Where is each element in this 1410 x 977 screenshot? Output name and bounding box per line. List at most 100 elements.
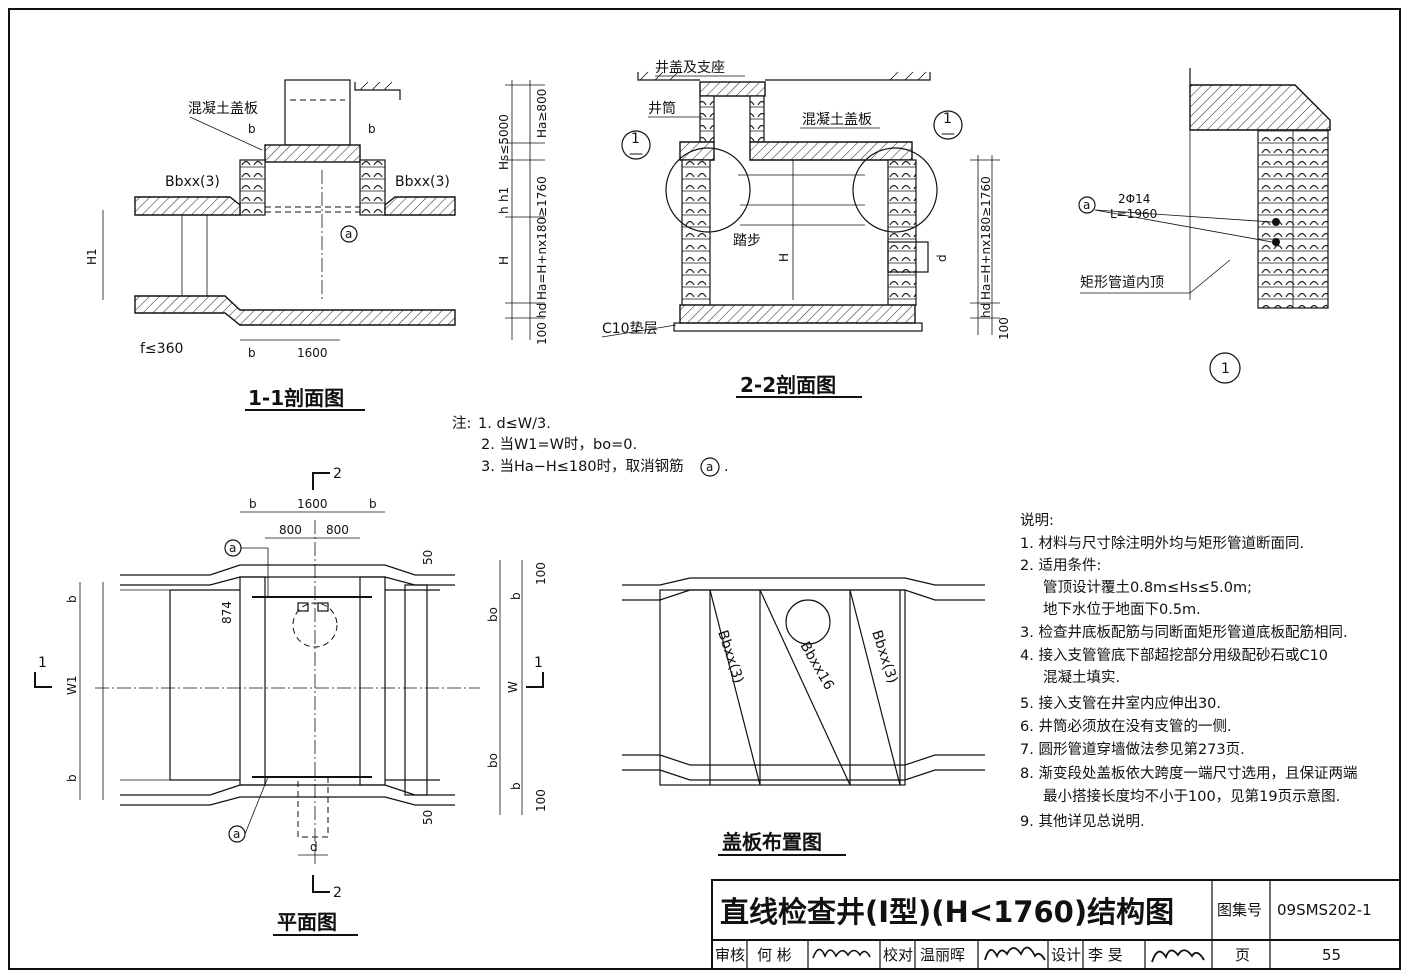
slab-label-bbxx3-right: Bbxx(3) [868,628,900,685]
dim-ha800: Ha≥800 [535,89,549,138]
detail-rebar: 2Φ14 [1118,192,1150,206]
callout-1-right-dash: — [941,126,955,142]
dim-h1: H1 [85,248,99,265]
dim-b-right: b [368,122,376,136]
dim-hd-22: hd [979,303,993,318]
title-slab-layout: 盖板布置图 [722,830,822,854]
atlas-number: 09SMS202-1 [1277,901,1372,919]
plan-dim-bo-bottom: bo [486,753,500,768]
label-bbxx-right: Bbxx(3) [395,174,450,190]
design-label: 设计 [1051,946,1081,964]
desc-heading: 说明: [1020,512,1054,529]
page-label: 页 [1235,946,1250,964]
plan-a-bottom: a [233,827,240,841]
dim-hd: hd [535,303,549,318]
label-bbxx-left: Bbxx(3) [165,174,220,190]
dim-1600-section: 1600 [297,346,328,360]
plan-dim-100-top: 100 [534,562,548,585]
plan-dim-b-right-bottom: b [509,782,523,790]
desc-line-9: 6. 井筒必须放在没有支管的一侧. [1020,718,1232,735]
callout-1-right: 1 [943,111,952,127]
review-signature [812,948,871,959]
detail-1: a 2Φ14 L=1960 矩形管道内顶 1 [1078,68,1331,384]
dim-100-22: 100 [997,317,1011,340]
plan-dim-d: d [310,840,318,854]
detail-length: L=1960 [1110,207,1157,221]
design-name: 李 旻 [1088,946,1123,964]
title-block: 直线检查井(I型)(H<1760)结构图 图集号 09SMS202-1 审核 何… [711,879,1401,970]
title-section-2-2: 2-2剖面图 [740,373,836,397]
slab-label-bbxx16: Bbxx16 [797,639,837,693]
section-2-2: 1 — 1 — 井盖及支座 井筒 混凝土盖板 踏步 C10垫层 H d Ha=H… [601,60,1011,398]
plan-a-top: a [229,541,236,555]
title-section-1-1: 1-1剖面图 [248,386,344,410]
review-label: 审核 [715,946,745,964]
check-signature [984,946,1046,961]
note-3-circle-a: a [706,460,713,474]
plan-dim-800-left: 800 [279,523,302,537]
notes-block: 注: 1. d≤W/3. 2. 当W1=W时，bo=0. 3. 当Ha−H≤18… [452,415,729,477]
desc-line-11: 8. 渐变段处盖板依大跨度一端尺寸选用，且保证两端 [1020,764,1357,782]
check-name: 温丽晖 [920,946,965,964]
note-3: 3. 当Ha−H≤180时，取消钢筋 [481,458,684,475]
plan-dim-100-bottom: 100 [534,789,548,812]
desc-line-6: 4. 接入支管管底下部超挖部分用级配砂石或C10 [1020,647,1328,664]
detail-number: 1 [1221,361,1230,377]
plan-dim-b-left: b [249,497,257,511]
desc-line-5: 3. 检查井底板配筋与同断面矩形管道底板配筋相同. [1020,623,1348,641]
note-3-tail: . [724,459,729,475]
dim-ha-long-22: Ha=H+nx180≥1760 [979,176,993,300]
label-shaft: 井筒 [648,100,676,117]
desc-line-1: 1. 材料与尺寸除注明外均与矩形管道断面同. [1020,535,1304,552]
label-concrete-cover: 混凝土盖板 [188,101,258,117]
plan-view: b 1600 b 800 800 a a 874 50 50 b b W1 10… [34,466,548,936]
desc-line-7: 混凝土填实. [1043,669,1120,686]
dim-b-bottom: b [248,346,256,360]
rebar-a-circle [340,225,358,243]
section-mark-1-right: 1 [534,655,543,671]
design-signature [1151,949,1205,963]
description-block: 说明: 1. 材料与尺寸除注明外均与矩形管道断面同. 2. 适用条件: 管顶设计… [1020,512,1357,830]
sheet-border [8,8,1401,970]
note-2: 2. 当W1=W时，bo=0. [481,436,637,453]
section-1-1: H1 混凝土盖板 b b Bbxx(3) Bbxx(3) a f≤360 b 1… [85,79,456,411]
section-mark-2-top: 2 [333,466,342,482]
label-f-limit: f≤360 [140,341,183,357]
label-c10-bedding: C10垫层 [602,321,658,337]
desc-line-4: 地下水位于地面下0.5m. [1043,601,1201,618]
page-number: 55 [1322,946,1341,964]
desc-line-2: 2. 适用条件: [1020,557,1101,574]
label-concrete-cover-22: 混凝土盖板 [802,112,872,128]
dim-b-left: b [248,122,256,136]
plan-dim-50-bottom: 50 [421,810,435,825]
check-label: 校对 [883,946,913,964]
plan-dim-b-left-bottom: b [65,774,79,782]
section-mark-2-bottom: 2 [333,885,342,901]
label-cover-seat: 井盖及支座 [655,60,725,76]
section-1-1-dimension-chain: Hs≤5000 Ha≥800 h1 Ha=H+nx180≥1760 h H hd… [497,80,549,345]
dim-H-22: H [777,253,791,262]
detail-a-label: a [1083,198,1090,212]
dim-100: 100 [535,322,549,345]
plan-dim-bo-top: bo [486,607,500,622]
dim-H: H [497,256,511,265]
rebar-a-label: a [345,227,352,241]
label-step: 踏步 [733,233,761,249]
callout-1-left-dash: — [629,146,643,162]
plan-dim-800-right: 800 [326,523,349,537]
label-pipe-inner-top: 矩形管道内顶 [1080,275,1164,291]
note-1: 1. d≤W/3. [478,416,551,432]
desc-line-8: 5. 接入支管在井室内应伸出30. [1020,694,1221,712]
desc-line-10: 7. 圆形管道穿墙做法参见第273页. [1020,740,1245,758]
plan-dim-b-right-top: b [509,592,523,600]
atlas-label: 图集号 [1217,901,1262,919]
callout-1-left: 1 [631,131,640,147]
notes-prefix: 注: [452,415,471,432]
review-name: 何 彬 [757,946,792,964]
slab-label-bbxx3-left: Bbxx(3) [714,628,746,685]
plan-dim-b-left-top: b [65,595,79,603]
desc-line-3: 管顶设计覆土0.8m≤Hs≤5.0m; [1043,579,1252,596]
desc-line-12: 最小搭接长度均不小于100，见第19页示意图. [1043,787,1340,805]
dim-hs: Hs≤5000 [497,114,511,170]
